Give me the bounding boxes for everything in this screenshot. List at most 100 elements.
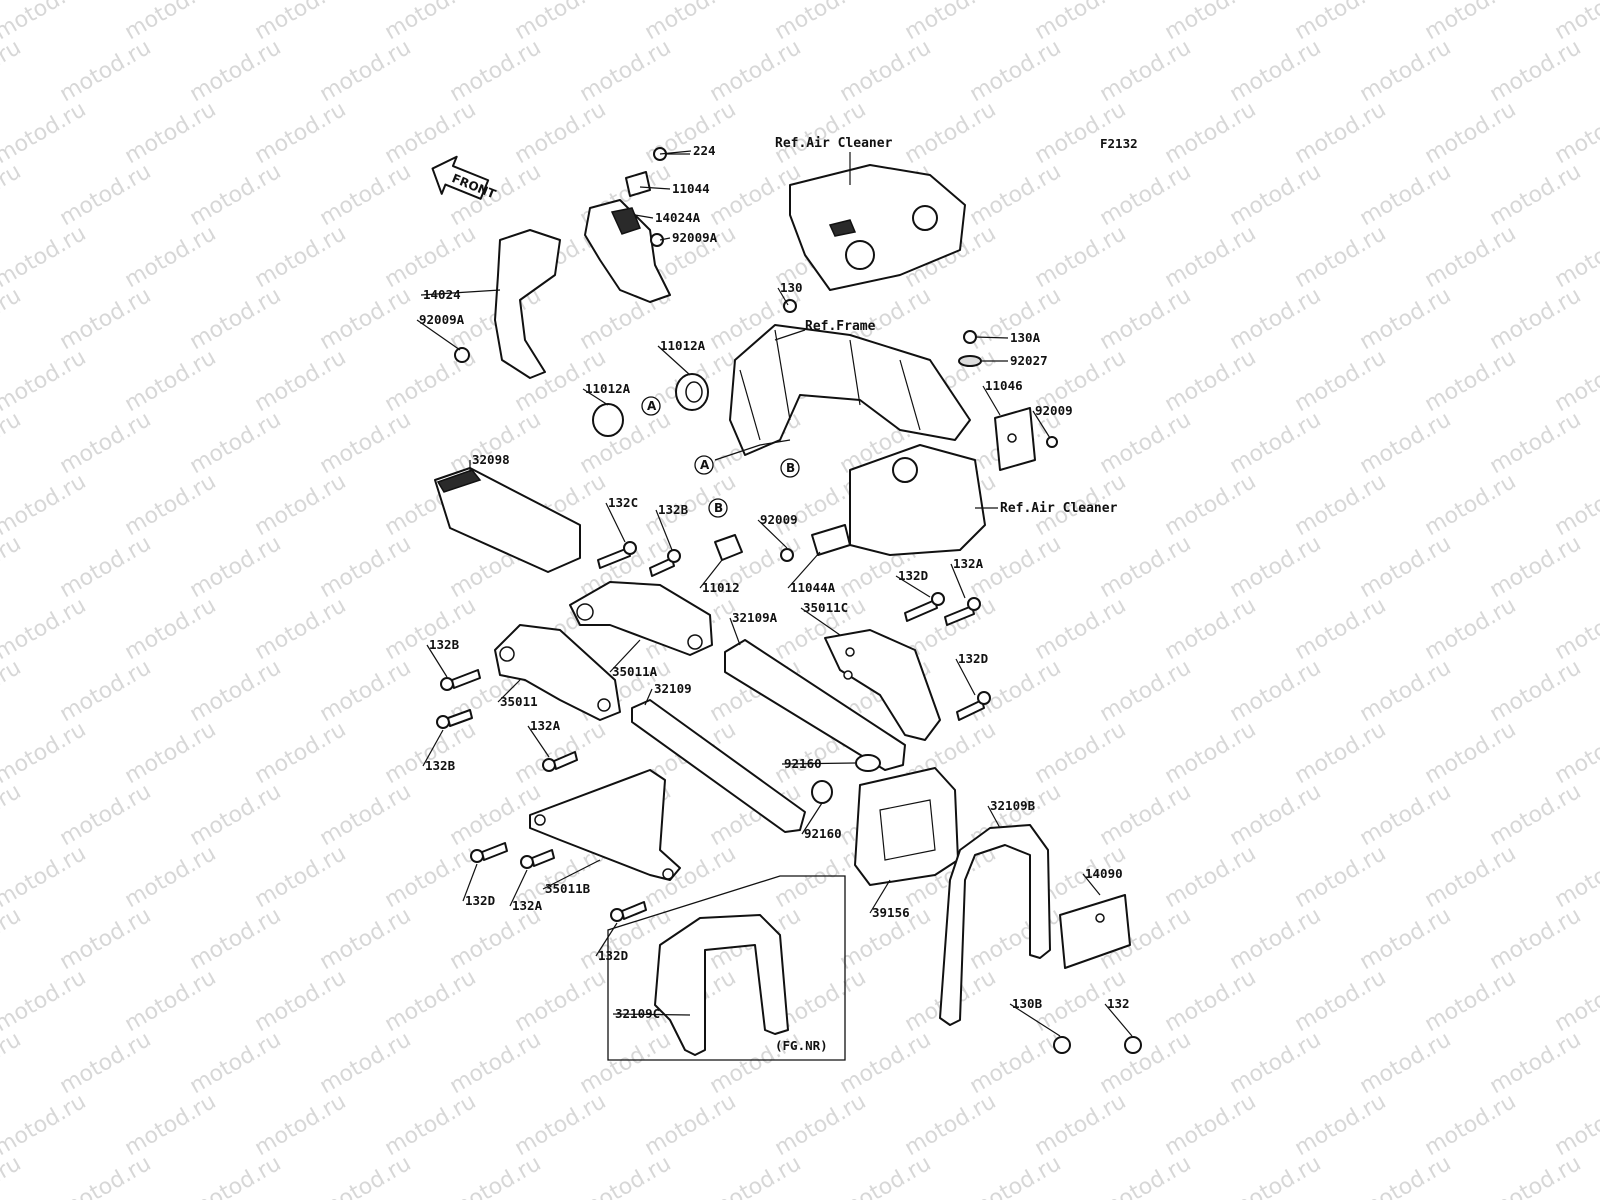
part-number: 132A: [953, 556, 984, 571]
watermark-text: motod.ru: [0, 345, 90, 417]
watermark-text: motod.ru: [1551, 345, 1600, 417]
watermark-text: motod.ru: [186, 903, 286, 975]
watermark-text: motod.ru: [1421, 345, 1521, 417]
part-number: 14090: [1085, 866, 1123, 881]
watermark-text: motod.ru: [1226, 35, 1326, 107]
watermark-text: motod.ru: [1486, 159, 1586, 231]
watermark-text: motod.ru: [901, 1089, 1001, 1161]
part-label-130B: 130B: [1009, 996, 1061, 1037]
watermark-text: motod.ru: [1486, 1027, 1586, 1099]
part-label-14090: 14090: [1082, 866, 1123, 896]
part-label-92009-mid: 92009: [757, 512, 798, 549]
watermark-text: motod.ru: [316, 531, 416, 603]
part-label-92009-right: 92009: [1032, 403, 1073, 439]
watermark-text: motod.ru: [706, 1151, 806, 1200]
clip-11012: [714, 534, 743, 561]
watermark-text: motod.ru: [186, 1151, 286, 1200]
svg-text:A: A: [700, 458, 710, 472]
watermark-text: motod.ru: [446, 903, 546, 975]
frame-assembly: [714, 324, 971, 461]
part-label-11012A-top: 11012A: [657, 338, 706, 376]
part-number: 11044A: [790, 580, 836, 595]
watermark-text: motod.ru: [1551, 593, 1600, 665]
part-number: 11044: [672, 181, 710, 196]
watermark-text: motod.ru: [1226, 159, 1326, 231]
watermark-text: motod.ru: [251, 345, 351, 417]
watermark-text: motod.ru: [1226, 655, 1326, 727]
watermark-text: motod.ru: [186, 283, 286, 355]
part-number: 132A: [512, 898, 543, 913]
watermark-text: motod.ru: [0, 1027, 25, 1099]
bolt-132: [1124, 1036, 1142, 1054]
watermark-text: motod.ru: [0, 1151, 25, 1200]
cover-14024: [494, 229, 561, 379]
watermark-text: motod.ru: [0, 159, 25, 231]
watermark-text: motod.ru: [1421, 469, 1521, 541]
watermark-text: motod.ru: [1421, 593, 1521, 665]
watermark-text: motod.ru: [121, 97, 221, 169]
watermark-text: motod.ru: [1161, 1089, 1261, 1161]
bracket-11046: [994, 407, 1036, 471]
watermark-text: motod.ru: [186, 159, 286, 231]
watermark-text: motod.ru: [1226, 283, 1326, 355]
ref-frame: Ref.Frame: [805, 319, 876, 334]
watermark-text: motod.ru: [121, 593, 221, 665]
watermark-text: motod.ru: [56, 1151, 156, 1200]
ref-air-cleaner-top: Ref.Air Cleaner: [775, 136, 893, 151]
bar-32109A: [724, 639, 906, 771]
watermark-text: motod.ru: [511, 717, 611, 789]
part-number: 92009: [1035, 403, 1073, 418]
watermark-text: motod.ru: [1421, 965, 1521, 1037]
watermark-text: motod.ru: [251, 717, 351, 789]
watermark-text: motod.ru: [1551, 469, 1600, 541]
watermark-text: motod.ru: [56, 35, 156, 107]
bolt-132B-bottom: [436, 709, 473, 729]
part-label-32109: 32109: [644, 681, 692, 706]
watermark-text: motod.ru: [186, 531, 286, 603]
watermark-text: motod.ru: [641, 1089, 741, 1161]
watermark-text: motod.ru: [0, 717, 90, 789]
watermark-text: motod.ru: [1096, 283, 1196, 355]
watermark-text: motod.ru: [1291, 1089, 1391, 1161]
grommet-92009A-left: [454, 347, 470, 363]
watermark-text: motod.ru: [0, 779, 25, 851]
watermark-text: motod.ru: [1096, 779, 1196, 851]
part-label-132B-top: 132B: [655, 502, 689, 551]
part-number: 92009A: [419, 312, 465, 327]
watermark-text: motod.ru: [1161, 221, 1261, 293]
part-number: 132B: [425, 758, 456, 773]
watermark-text: motod.ru: [1226, 779, 1326, 851]
part-number: 11012: [702, 580, 740, 595]
watermark-text: motod.ru: [1356, 903, 1456, 975]
watermark-text: motod.ru: [1291, 469, 1391, 541]
part-number: 130B: [1012, 996, 1043, 1011]
watermark-text: motod.ru: [1291, 841, 1391, 913]
watermark-text: motod.ru: [1161, 593, 1261, 665]
svg-text:B: B: [714, 501, 723, 515]
watermark-text: motod.ru: [1551, 0, 1600, 45]
part-number: 32109: [654, 681, 692, 696]
air-cleaner-housing-top: [789, 164, 966, 291]
watermark-text: motod.ru: [1356, 407, 1456, 479]
part-number: 14024: [423, 287, 461, 302]
watermark-text: motod.ru: [966, 35, 1066, 107]
watermark-text: motod.ru: [251, 97, 351, 169]
watermark-text: motod.ru: [251, 1089, 351, 1161]
part-number: 32109B: [990, 798, 1036, 813]
part-label-11044A: 11044A: [787, 551, 836, 595]
watermark-text: motod.ru: [0, 531, 25, 603]
frame-32109: [631, 699, 806, 833]
part-number: 92027: [1010, 353, 1048, 368]
watermark-text: motod.ru: [56, 1027, 156, 1099]
watermark-text: motod.ru: [1551, 841, 1600, 913]
part-label-132A-b: 132A: [527, 718, 561, 758]
watermark-text: motod.ru: [316, 1027, 416, 1099]
watermark-text: motod.ru: [0, 1089, 90, 1161]
part-number: 132D: [598, 948, 628, 963]
part-label-132B-bottom: 132B: [422, 729, 456, 773]
bolt-132A-c: [520, 849, 555, 869]
plate-14090: [1059, 894, 1131, 969]
watermark-text: motod.ru: [1291, 965, 1391, 1037]
part-number: 132D: [465, 893, 495, 908]
